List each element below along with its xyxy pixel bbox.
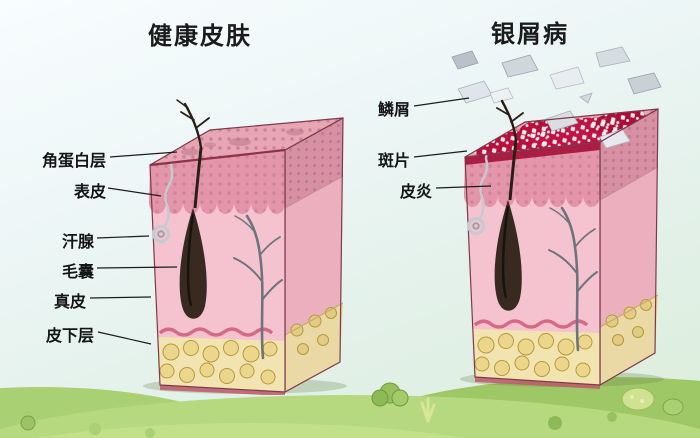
keratin-top-surface [149, 117, 344, 167]
leader-line [413, 150, 468, 158]
surface-scale [599, 128, 631, 149]
label-plaques: 斑片 [377, 153, 410, 170]
leader-line [435, 185, 492, 189]
grass-hills [0, 377, 700, 438]
label-subcutaneous-layer: 皮下层 [45, 328, 94, 345]
psoriasis-title: 银屑病 [491, 21, 569, 48]
blood-vessel-tree [233, 214, 283, 360]
healthy-skin-title: 健康皮肤 [148, 23, 252, 50]
subcutaneous-layer [473, 329, 600, 385]
leader-line [413, 97, 470, 107]
hair-follicle-illustration [494, 99, 524, 311]
bush-cluster-left [20, 415, 155, 438]
front-face [149, 149, 286, 395]
sweat-gland-illustration [152, 153, 174, 243]
surface-scale [545, 110, 579, 132]
leader-line [89, 296, 152, 299]
leader-line [97, 331, 152, 345]
blood-vessel-tree [548, 206, 598, 352]
label-hair-follicle: 毛囊 [61, 264, 94, 281]
label-epidermis: 表皮 [73, 184, 106, 201]
bush-cluster-right [548, 387, 684, 430]
leader-line [107, 187, 162, 197]
front-face [464, 141, 601, 389]
label-scales: 鳞屑 [377, 102, 410, 119]
hair-follicle-illustration [176, 99, 210, 319]
psoriasis-skin-illustration [451, 46, 664, 389]
leader-line [96, 235, 150, 239]
side-face [599, 107, 659, 387]
label-dermatitis: 皮炎 [399, 184, 432, 201]
leader-line [96, 266, 178, 269]
label-dermis: 真皮 [53, 294, 86, 311]
side-face [284, 116, 344, 394]
healthy-skin-illustration [143, 99, 347, 395]
bush-cluster-center [371, 382, 436, 423]
label-keratin-layer: 角蛋白层 [41, 153, 106, 170]
label-sweat-gland: 汗腺 [61, 234, 94, 251]
dermis-layer [465, 142, 600, 385]
subcutaneous-layer [158, 337, 285, 392]
leader-line [109, 151, 178, 158]
dermis-layer [150, 150, 285, 392]
sweat-gland-illustration [467, 145, 489, 235]
